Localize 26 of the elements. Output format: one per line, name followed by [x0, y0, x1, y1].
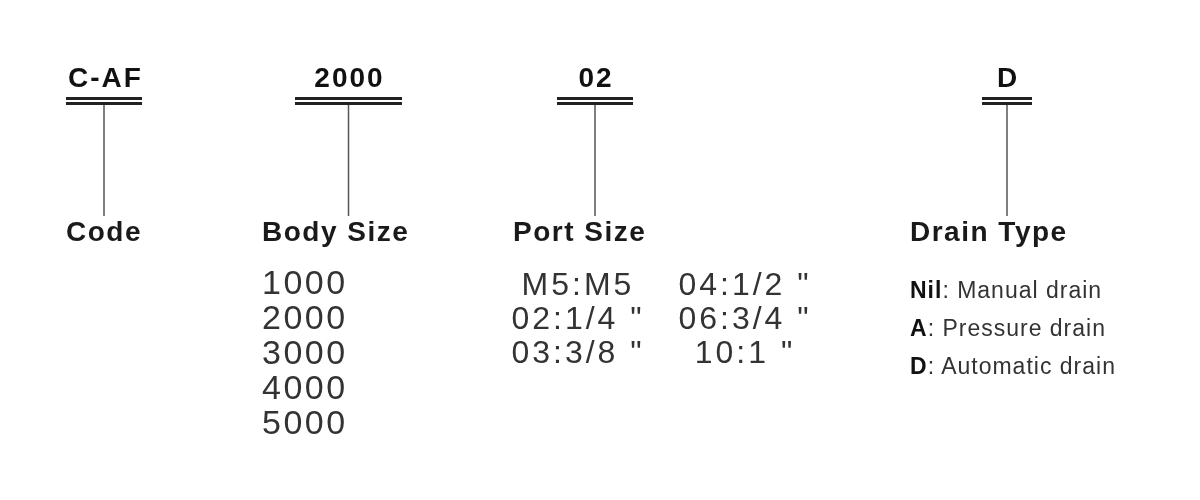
option-text: 1000: [262, 265, 348, 300]
option-text: A: Pressure drain: [910, 314, 1106, 343]
code-segment: C-AF: [66, 63, 142, 105]
field-heading: Code: [66, 216, 142, 249]
field-heading: Drain Type: [910, 216, 1068, 249]
option-text: 10:1 ": [694, 335, 796, 369]
leader-line: [103, 104, 105, 217]
leader-line: [594, 104, 596, 217]
code-segment: 2000: [295, 63, 402, 105]
option-text: 5000: [262, 405, 348, 440]
option-text: 2000: [262, 300, 348, 335]
option-text: 06:3/4 ": [678, 301, 812, 335]
code-segment: 02: [557, 63, 633, 105]
leader-line: [347, 104, 350, 217]
option-text: 3000: [262, 335, 348, 370]
option-text: M5:M5: [521, 267, 635, 301]
leader-line: [1006, 104, 1008, 217]
option-text: Nil: Manual drain: [910, 276, 1103, 305]
option-text: 02:1/4 ": [511, 301, 645, 335]
option-text: 03:3/8 ": [511, 335, 645, 369]
field-heading: Body Size: [262, 216, 410, 249]
code-segment: D: [982, 63, 1032, 105]
field-heading: Port Size: [513, 216, 647, 249]
option-text: 04:1/2 ": [678, 267, 812, 301]
option-text: D: Automatic drain: [910, 352, 1116, 381]
option-text: 4000: [262, 370, 348, 405]
